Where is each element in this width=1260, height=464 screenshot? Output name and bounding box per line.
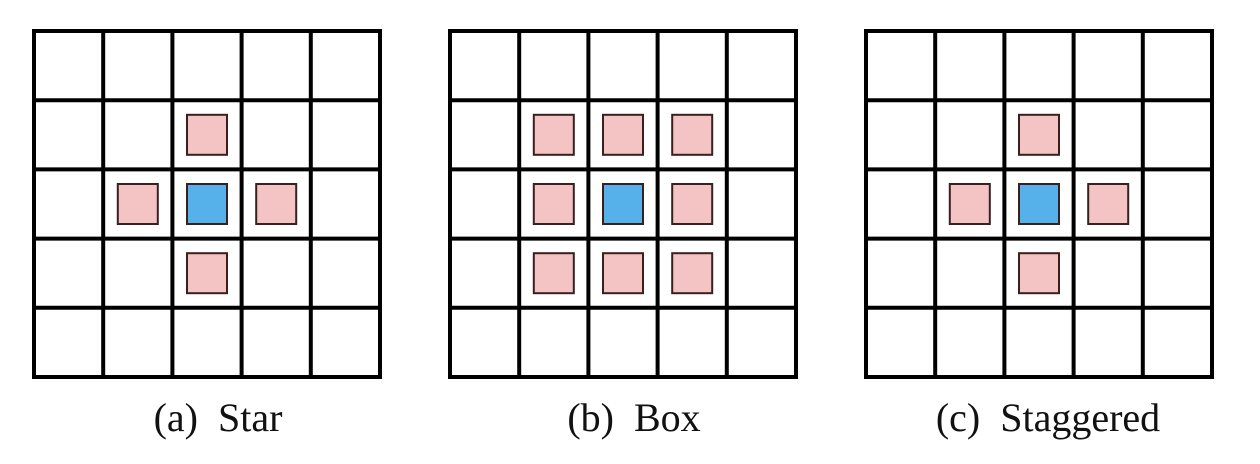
- neighbor-cell: [532, 113, 575, 156]
- neighbor-cell: [1018, 113, 1060, 156]
- neighbor-cell: [116, 183, 159, 225]
- neighbor-cell: [532, 183, 575, 225]
- center-cell: [186, 183, 228, 225]
- neighbor-cell: [186, 113, 228, 156]
- neighbor-cell: [671, 252, 714, 295]
- neighbor-cell: [948, 183, 991, 225]
- neighbor-cell: [532, 252, 575, 295]
- panel-box: [448, 29, 798, 379]
- neighbor-cell: [1018, 252, 1060, 295]
- panel-staggered: [864, 29, 1214, 379]
- neighbor-cell: [602, 113, 644, 156]
- caption-staggered: (c) Staggered: [935, 395, 1161, 440]
- neighbor-cell: [671, 113, 714, 156]
- panel-star: [32, 29, 382, 379]
- neighbor-cell: [671, 183, 714, 225]
- neighbor-cell: [186, 252, 228, 295]
- center-cell: [602, 183, 644, 225]
- neighbor-cell: [1087, 183, 1130, 225]
- neighbor-cell: [602, 252, 644, 295]
- center-cell: [1018, 183, 1060, 225]
- neighbor-cell: [255, 183, 298, 225]
- caption-box: (b) Box: [567, 395, 701, 440]
- caption-star: (a) Star: [153, 395, 283, 440]
